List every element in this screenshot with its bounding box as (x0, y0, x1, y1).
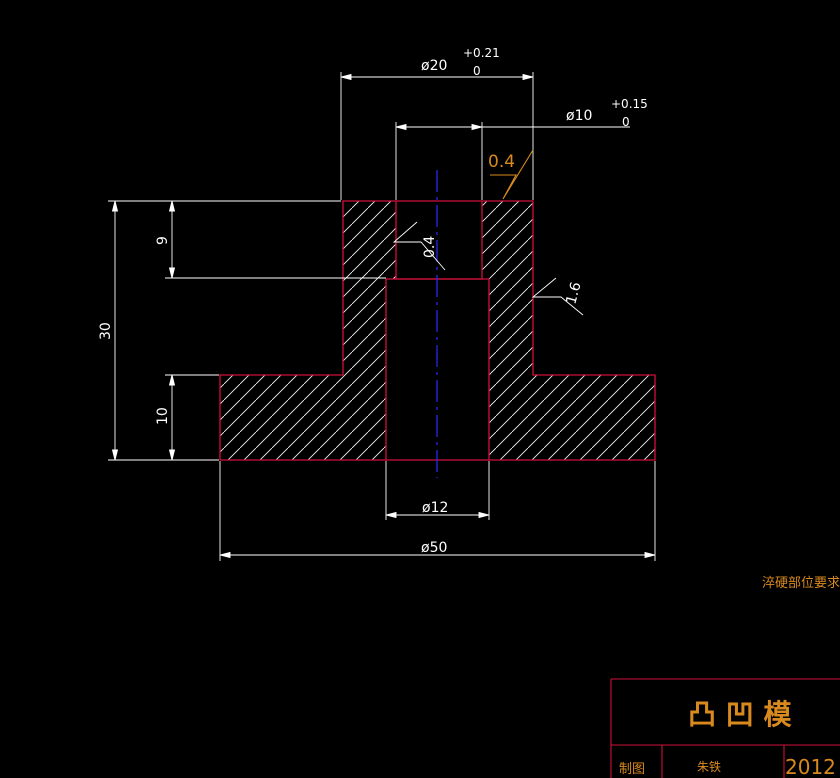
title-block-drawn-label: 制图 (619, 762, 645, 777)
roughness-bore-symbol (392, 221, 446, 271)
top-tol-upper: +0.21 (463, 46, 500, 60)
roughness-top-value: 0.4 (488, 152, 515, 172)
roughness-top-symbol (490, 149, 534, 200)
roughness-outer-value: 1.6 (563, 280, 584, 306)
roughness-bore-value: 0.4 (422, 236, 438, 258)
height-total-label: 30 (98, 322, 114, 340)
bore-tol-lower: 0 (622, 115, 630, 129)
base-dia-label: ø50 (421, 540, 447, 556)
roughness-outer-symbol (531, 277, 584, 316)
title-block-title: 凸 凹 模 (688, 698, 792, 731)
title-block-drawn-by: 朱铁 (697, 760, 721, 774)
bore-tol-upper: +0.15 (611, 97, 648, 111)
left-wall-section (220, 201, 396, 460)
height-base-label: 10 (155, 407, 171, 425)
right-wall-section (482, 201, 655, 460)
top-dia-label: ø20 (421, 58, 447, 74)
title-block-year: 2012 (785, 755, 836, 778)
top-tol-lower: 0 (473, 64, 481, 78)
roughness-symbols (392, 149, 584, 316)
hardening-note: 淬硬部位要求 (762, 576, 840, 591)
section-hatch (220, 201, 655, 460)
hole-dia-label: ø12 (422, 500, 448, 516)
bore-dia-label: ø10 (566, 108, 592, 124)
height-top-label: 9 (155, 236, 171, 245)
dimension-lines (108, 72, 656, 561)
title-block (610, 678, 840, 778)
